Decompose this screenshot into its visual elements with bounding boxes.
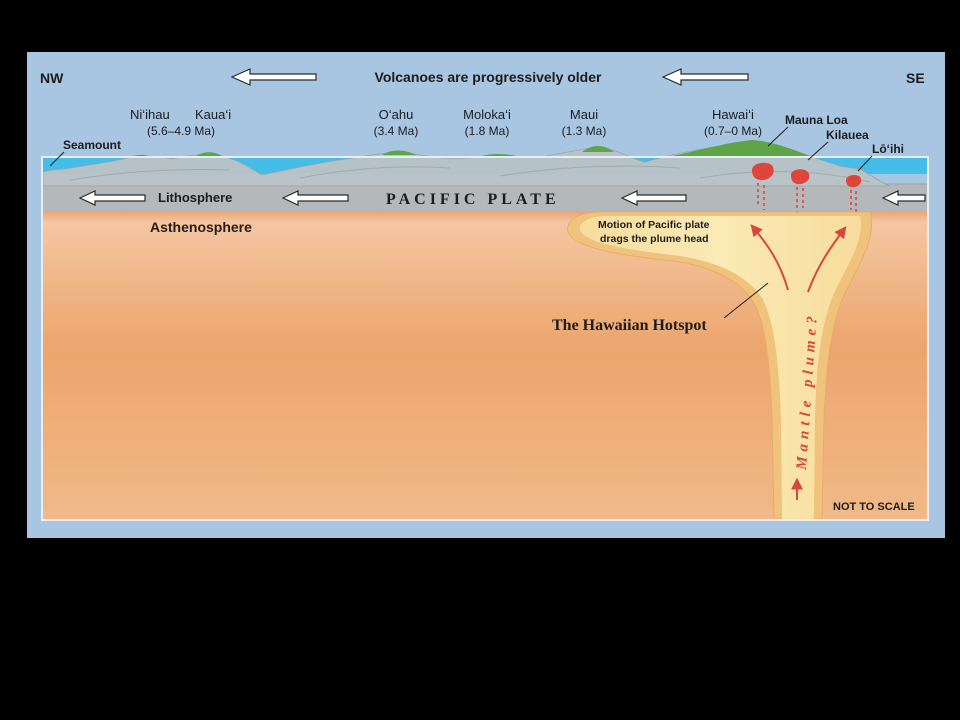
kilauea-magma: [791, 169, 810, 185]
loihi-magma: [846, 174, 862, 188]
hawaii-age: (0.7–0 Ma): [704, 124, 762, 138]
mantle-plume-inner: [579, 216, 862, 519]
kauai-island: [196, 152, 222, 156]
niihau-kauai-age: (5.6–4.9 Ma): [147, 124, 215, 138]
mauna-loa-label: Mauna Loa: [785, 113, 848, 127]
plate-motion-arrow-icon: [620, 190, 687, 206]
oahu-island: [382, 150, 416, 155]
mauna-loa-leader-line: [767, 126, 789, 147]
plume-flow-arrow-right: [807, 226, 847, 293]
magma-drips: [757, 183, 857, 212]
maui-island: [582, 146, 614, 152]
maui-age: (1.3 Ma): [562, 124, 607, 138]
hotspot-leader-line: [723, 282, 769, 319]
nw-direction-label: NW: [40, 70, 64, 86]
lithosphere-label: Lithosphere: [158, 190, 232, 205]
island-caps: [128, 140, 812, 158]
not-to-scale-note: NOT TO SCALE: [833, 501, 915, 513]
asthenosphere-label: Asthenosphere: [150, 219, 252, 235]
pacific-plate-label: PACIFIC PLATE: [386, 191, 560, 208]
cross-section-border: [41, 156, 929, 521]
seamount-leader-line: [49, 151, 65, 167]
ridge-shading: [69, 165, 871, 183]
molokai-label: Moloka‘i: [463, 107, 511, 122]
header-arrow-left-icon: [230, 68, 317, 86]
loihi-leader-line: [857, 155, 873, 172]
kilauea-label: Kilauea: [826, 128, 869, 142]
plate-motion-arrow-icon: [281, 190, 349, 206]
oahu-label: O‘ahu: [379, 107, 414, 122]
kilauea-leader-line: [807, 141, 829, 161]
kauai-label: Kaua‘i: [195, 107, 231, 122]
hawaiian-hotspot-label: The Hawaiian Hotspot: [552, 317, 707, 334]
niihau-label: Ni‘ihau: [130, 107, 170, 122]
oahu-age: (3.4 Ma): [374, 124, 419, 138]
lithosphere-layer: [43, 184, 927, 211]
mauna-loa-magma: [752, 162, 774, 181]
molokai-age: (1.8 Ma): [465, 124, 510, 138]
header-arrow-right-icon: [661, 68, 749, 86]
diagram-heading: Volcanoes are progressively older: [375, 69, 603, 85]
plate-motion-arrow-icon: [881, 190, 926, 206]
plume-motion-label-line2: drags the plume head: [600, 233, 709, 245]
magma-chambers: [752, 162, 862, 188]
plume-flow-arrow-left: [750, 224, 789, 291]
se-direction-label: SE: [906, 70, 925, 86]
plate-motion-arrow-icon: [78, 190, 146, 206]
plume-motion-label-line1: Motion of Pacific plate: [598, 219, 710, 231]
hawaii-label: Hawai‘i: [712, 107, 754, 122]
hawaii-island: [668, 140, 812, 157]
loihi-label: Lō‘ihi: [872, 142, 904, 156]
maui-label: Maui: [570, 107, 598, 122]
seamount-label: Seamount: [63, 138, 121, 152]
